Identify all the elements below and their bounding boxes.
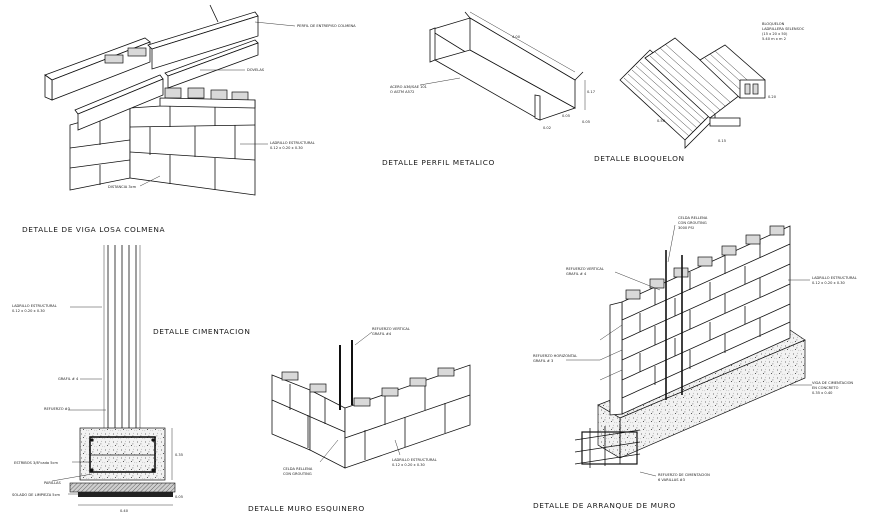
label-celda-rellena-a: CELDA RELLENA [283, 467, 313, 471]
label-refuerzo-horizontal-a: REFUERZO HORIZONTAL [533, 354, 577, 358]
bloquelon-block-3 [699, 44, 766, 99]
label-distancia: DISTANCIA 3cm [108, 185, 137, 189]
label-ladrillo-estructural-4-size: 0.12 x 0.20 x 0.30 [812, 281, 846, 285]
cimentacion-solado [69, 482, 176, 493]
cimentacion-detail: 0.40 0.35 0.05 LADRILLO ESTRUCTURAL 0.12… [12, 245, 250, 513]
label-ladrillo-estructural-4: LADRILLO ESTRUCTURAL [812, 276, 857, 280]
label-bloquelon-b: LADRILLERA SELENSOC [762, 27, 805, 31]
label-refuerzo-vertical-2a: REFUERZO VERTICAL [566, 267, 604, 271]
label-bloquelon-d: 5.40 m x m 2 [762, 37, 786, 41]
label-solado: SOLADO DE LIMPIEZA 5cm [12, 493, 61, 497]
dim-perfil-thickness: 0.02 [543, 126, 551, 130]
label-celda-rellena-2b: CON GROUTING [678, 221, 707, 225]
label-acero: ACERO A36/SAE 101 [390, 85, 427, 89]
viga-brick-wall [69, 87, 256, 196]
label-ladrillo-estructural-3-size: 0.12 x 0.20 x 0.30 [392, 463, 426, 467]
arranque-muro-detail: CELDA RELLENA CON GROUTING 3000 PSI REFU… [533, 216, 857, 510]
label-celda-rellena-b: CON GROUTING [283, 472, 312, 476]
dim-perfil-length: 4.00 [512, 35, 521, 39]
dim-perfil-web: 0.05 [562, 114, 570, 118]
label-ladrillo-estructural-1: LADRILLO ESTRUCTURAL [270, 141, 315, 145]
label-refuerzo-vertical-b: GRAFIL #4 [372, 332, 392, 336]
label-refuerzo-cimentacion-b: 6 VARILLAS #3 [658, 478, 685, 482]
arranque-rebar-cage [574, 424, 641, 468]
label-estribos: ESTRIBOS 3/8"cada 5cm [14, 461, 58, 465]
label-acero-b: O ASTM A572 [390, 90, 414, 94]
label-refuerzo-cimentacion-a: REFUERZO DE CIMENTACION [658, 473, 710, 477]
viga-losa-detail: PERFIL DE ENTREPISO COLMENA DOVELAS LADR… [22, 4, 356, 234]
label-refuerzo-vertical-a: REFUERZO VERTICAL [372, 327, 410, 331]
label-ladrillo-estructural-3: LADRILLO ESTRUCTURAL [392, 458, 437, 462]
label-refuerzo-horizontal-b: GRAFIL # 3 [533, 359, 553, 363]
dim-perfil-height: 0.17 [587, 90, 595, 94]
label-perfil-entrepiso: PERFIL DE ENTREPISO COLMENA [297, 24, 356, 28]
perfil-metalico-detail: 4.00 0.17 0.05 0.05 0.02 ACERO A36/SAE 1… [382, 11, 595, 167]
title-bloquelon: DETALLE BLOQUELON [594, 154, 685, 163]
arranque-wall [609, 225, 791, 416]
viga-channel-beams [44, 4, 259, 131]
label-dovelas: DOVELAS [247, 68, 265, 72]
title-arranque: DETALLE DE ARRANQUE DE MURO [533, 501, 676, 510]
label-refuerzo-3: REFUERZO #3 [44, 407, 70, 411]
dim-bloq-length: 0.50 [657, 119, 666, 123]
label-refuerzo-vertical-2b: GRAFIL # 4 [566, 272, 587, 276]
label-parillas: PARILLAS [44, 481, 61, 485]
dim-cim-height: 0.35 [175, 453, 183, 457]
label-viga-cimentacion-a: VIGA DE CIMENTACION [812, 381, 853, 385]
dim-bloq-height: 0.20 [768, 95, 777, 99]
label-celda-rellena-2c: 3000 PSI [678, 226, 694, 230]
title-muro-esquinero: DETALLE MURO ESQUINERO [248, 504, 365, 513]
esquinero-right-wall [344, 364, 471, 469]
label-celda-rellena-2a: CELDA RELLENA [678, 216, 708, 220]
esquinero-left-wall [271, 371, 346, 469]
dim-cim-solado: 0.05 [175, 495, 183, 499]
label-ladrillo-estructural-2: LADRILLO ESTRUCTURAL [12, 304, 57, 308]
label-ladrillo-estructural-2-size: 0.12 x 0.20 x 0.30 [12, 309, 46, 313]
dim-perfil-flange: 0.05 [582, 120, 590, 124]
title-perfil: DETALLE PERFIL METALICO [382, 158, 495, 167]
label-viga-cimentacion-c: 0.35 x 0.40 [812, 391, 833, 395]
dim-cim-width: 0.40 [120, 509, 129, 513]
title-viga-losa: DETALLE DE VIGA LOSA COLMENA [22, 225, 165, 234]
label-viga-cimentacion-b: EN CONCRETO [812, 386, 839, 390]
label-bloquelon-a: BLOQUELON [762, 22, 785, 26]
label-grafil: GRAFIL # 4 [58, 377, 79, 381]
label-ladrillo-estructural-1-size: 0.12 x 0.20 x 0.30 [270, 146, 304, 150]
title-cimentacion: DETALLE CIMENTACION [153, 327, 250, 336]
muro-esquinero-detail: REFUERZO VERTICAL GRAFIL #4 CELDA RELLEN… [248, 327, 471, 513]
dim-bloq-width: 0.15 [718, 139, 726, 143]
label-bloquelon-c: (15 x 20 x 50) [762, 32, 788, 36]
bloquelon-detail: 0.50 0.20 0.15 BLOQUELON LADRILLERA SELE… [594, 22, 805, 163]
